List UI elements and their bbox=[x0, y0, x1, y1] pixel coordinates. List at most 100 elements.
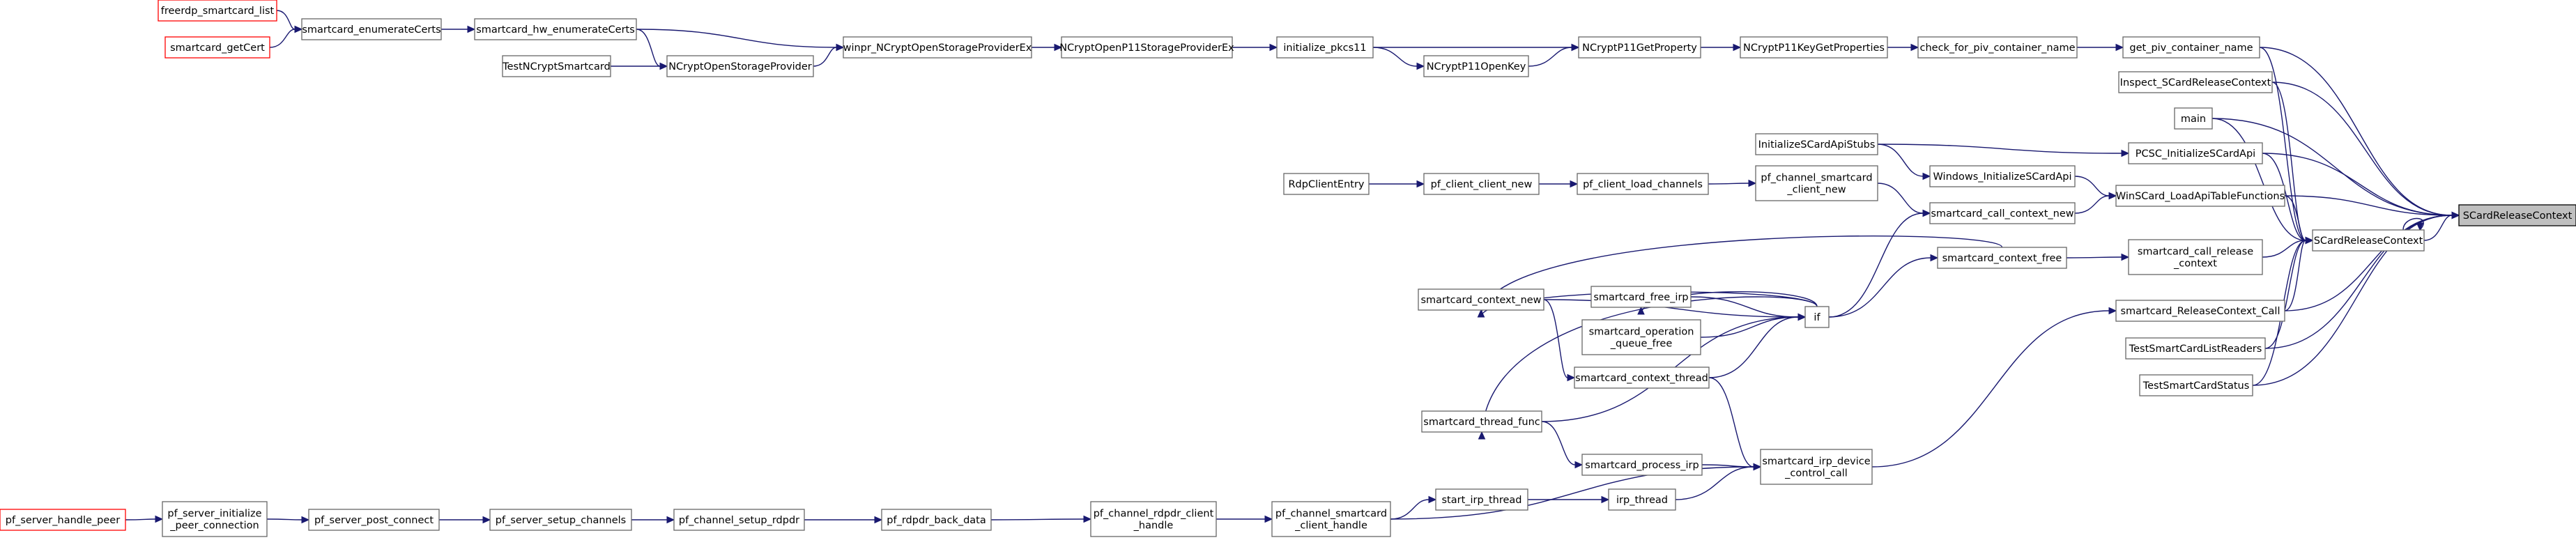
node-smartcard-thread-func[interactable]: smartcard_thread_func bbox=[1421, 410, 1542, 433]
node-pf-channel-rdpdr-client-handle[interactable]: pf_channel_rdpdr_client_handle bbox=[1090, 501, 1217, 537]
node-pf-server-setup-channels[interactable]: pf_server_setup_channels bbox=[489, 509, 632, 531]
node-pf-server-post-connect[interactable]: pf_server_post_connect bbox=[308, 509, 440, 531]
node-smartcard-call-release-context[interactable]: smartcard_call_release_context bbox=[2128, 239, 2263, 275]
node-box[interactable] bbox=[0, 509, 126, 531]
node-box[interactable] bbox=[1276, 36, 1374, 59]
node-box[interactable] bbox=[2115, 185, 2285, 207]
node-ncryptopenp11storageproviderex[interactable]: NCryptOpenP11StorageProviderEx bbox=[1059, 36, 1234, 59]
node-ncryptp11getproperty[interactable]: NCryptP11GetProperty bbox=[1578, 36, 1701, 59]
node-box[interactable] bbox=[1090, 501, 1217, 537]
node-box[interactable] bbox=[881, 509, 992, 531]
node-smartcard-context-new[interactable]: smartcard_context_new bbox=[1418, 288, 1544, 311]
node-smartcard-hw-enumeratecerts[interactable]: smartcard_hw_enumerateCerts bbox=[474, 18, 637, 40]
node-freerdp-smartcard-list[interactable]: freerdp_smartcard_list bbox=[158, 0, 277, 22]
node-box[interactable] bbox=[1423, 173, 1540, 195]
node-box[interactable] bbox=[158, 0, 277, 22]
node-pf-client-load-channels[interactable]: pf_client_load_channels bbox=[1577, 173, 1709, 195]
node-box[interactable] bbox=[1423, 55, 1529, 77]
node-scardreleasecontext[interactable]: SCardReleaseContext bbox=[2312, 229, 2425, 252]
node-smartcard-releasecontext-call[interactable]: smartcard_ReleaseContext_Call bbox=[2115, 300, 2285, 322]
node-box[interactable] bbox=[1755, 133, 1878, 155]
node-box[interactable] bbox=[301, 18, 442, 40]
node-box[interactable] bbox=[1578, 36, 1701, 59]
node-box[interactable] bbox=[1760, 449, 1873, 485]
node-box[interactable] bbox=[1421, 410, 1542, 433]
node-pf-server-initialize-peer-connection[interactable]: pf_server_initialize_peer_connection bbox=[162, 501, 268, 537]
node-get-piv-container-name[interactable]: get_piv_container_name bbox=[2122, 36, 2260, 59]
node-box[interactable] bbox=[1271, 501, 1391, 537]
node-box[interactable] bbox=[1581, 454, 1703, 476]
node-box[interactable] bbox=[474, 18, 637, 40]
node-if[interactable]: if bbox=[1804, 306, 1830, 328]
node-box[interactable] bbox=[1061, 36, 1233, 59]
node-box[interactable] bbox=[1608, 488, 1676, 511]
node-box[interactable] bbox=[843, 36, 1032, 59]
node-box[interactable] bbox=[1577, 173, 1709, 195]
node-testsmartcardlistreaders[interactable]: TestSmartCardListReaders bbox=[2125, 337, 2266, 360]
node-box[interactable] bbox=[2118, 71, 2273, 93]
node-box[interactable] bbox=[1418, 288, 1544, 311]
node-box[interactable] bbox=[2174, 107, 2213, 130]
node-pf-server-handle-peer[interactable]: pf_server_handle_peer bbox=[0, 509, 126, 531]
node-box[interactable] bbox=[1804, 306, 1830, 328]
node-smartcard-enumeratecerts[interactable]: smartcard_enumerateCerts bbox=[301, 18, 442, 40]
node-smartcard-irp-device-control-call[interactable]: smartcard_irp_device_control_call bbox=[1760, 449, 1873, 485]
node-check-for-piv-container-name[interactable]: check_for_piv_container_name bbox=[1917, 36, 2078, 59]
node-initializescardapistubs[interactable]: InitializeSCardApiStubs bbox=[1755, 133, 1878, 155]
node-rdpcliententry[interactable]: RdpClientEntry bbox=[1283, 173, 1370, 195]
node-irp-thread[interactable]: irp_thread bbox=[1608, 488, 1676, 511]
node-box[interactable] bbox=[1929, 202, 2076, 224]
node-smartcard-context-thread[interactable]: smartcard_context_thread bbox=[1574, 367, 1710, 389]
node-box[interactable] bbox=[1755, 165, 1878, 201]
node-inspect-scardreleasecontext[interactable]: Inspect_SCardReleaseContext bbox=[2118, 71, 2273, 93]
node-box[interactable] bbox=[666, 55, 814, 77]
node-windows-initializescardapi[interactable]: Windows_InitializeSCardApi bbox=[1929, 165, 2076, 187]
node-box[interactable] bbox=[2125, 337, 2266, 360]
node-box[interactable] bbox=[2128, 142, 2263, 164]
node-ncryptopenstorageprovider[interactable]: NCryptOpenStorageProvider bbox=[666, 55, 814, 77]
node-pf-channel-smartcard-client-handle[interactable]: pf_channel_smartcard_client_handle bbox=[1271, 501, 1391, 537]
node-pf-channel-setup-rdpdr[interactable]: pf_channel_setup_rdpdr bbox=[673, 509, 805, 531]
node-smartcard-operation-queue-free[interactable]: smartcard_operation_queue_free bbox=[1581, 319, 1701, 355]
node-box[interactable] bbox=[2122, 36, 2260, 59]
node-box[interactable] bbox=[1590, 286, 1692, 308]
node-pf-rdpdr-back-data[interactable]: pf_rdpdr_back_data bbox=[881, 509, 992, 531]
node-ncryptp11openkey[interactable]: NCryptP11OpenKey bbox=[1423, 55, 1529, 77]
node-box[interactable] bbox=[673, 509, 805, 531]
node-smartcard-free-irp[interactable]: smartcard_free_irp bbox=[1590, 286, 1692, 308]
node-box[interactable] bbox=[1581, 319, 1701, 355]
node-box[interactable] bbox=[1929, 165, 2076, 187]
node-box[interactable] bbox=[2115, 300, 2285, 322]
node-testsmartcardstatus[interactable]: TestSmartCardStatus bbox=[2139, 374, 2253, 396]
node-box[interactable] bbox=[1740, 36, 1888, 59]
node-box[interactable] bbox=[2139, 374, 2253, 396]
node-box[interactable] bbox=[164, 36, 270, 59]
node-start-irp-thread[interactable]: start_irp_thread bbox=[1435, 488, 1528, 511]
node-pf-client-client-new[interactable]: pf_client_client_new bbox=[1423, 173, 1540, 195]
node-smartcard-context-free[interactable]: smartcard_context_free bbox=[1937, 247, 2067, 269]
node-box[interactable] bbox=[1283, 173, 1370, 195]
node-box[interactable] bbox=[1435, 488, 1528, 511]
node-smartcard-call-context-new[interactable]: smartcard_call_context_new bbox=[1929, 202, 2076, 224]
node-box[interactable] bbox=[2128, 239, 2263, 275]
node-pcsc-initializescardapi[interactable]: PCSC_InitializeSCardApi bbox=[2128, 142, 2263, 164]
node-scardreleasecontext-root[interactable]: SCardReleaseContext bbox=[2458, 204, 2576, 226]
node-main[interactable]: main bbox=[2174, 107, 2213, 130]
node-winscard-loadapitablefunctions[interactable]: WinSCard_LoadApiTableFunctions bbox=[2115, 185, 2285, 207]
node-box[interactable] bbox=[2458, 204, 2576, 226]
node-ncryptp11keygetproperties[interactable]: NCryptP11KeyGetProperties bbox=[1740, 36, 1888, 59]
node-winpr-ncryptopenstorageproviderex[interactable]: winpr_NCryptOpenStorageProviderEx bbox=[843, 36, 1032, 59]
node-box[interactable] bbox=[2312, 229, 2425, 252]
node-box[interactable] bbox=[502, 55, 611, 77]
node-box[interactable] bbox=[162, 501, 268, 537]
node-smartcard-process-irp[interactable]: smartcard_process_irp bbox=[1581, 454, 1703, 476]
node-box[interactable] bbox=[489, 509, 632, 531]
node-box[interactable] bbox=[1917, 36, 2078, 59]
node-box[interactable] bbox=[308, 509, 440, 531]
node-smartcard-getcert[interactable]: smartcard_getCert bbox=[164, 36, 270, 59]
node-box[interactable] bbox=[1574, 367, 1710, 389]
node-box[interactable] bbox=[1937, 247, 2067, 269]
node-initialize-pkcs11[interactable]: initialize_pkcs11 bbox=[1276, 36, 1374, 59]
node-pf-channel-smartcard-client-new[interactable]: pf_channel_smartcard_client_new bbox=[1755, 165, 1878, 201]
node-testncryptsmartcard[interactable]: TestNCryptSmartcard bbox=[502, 55, 611, 77]
